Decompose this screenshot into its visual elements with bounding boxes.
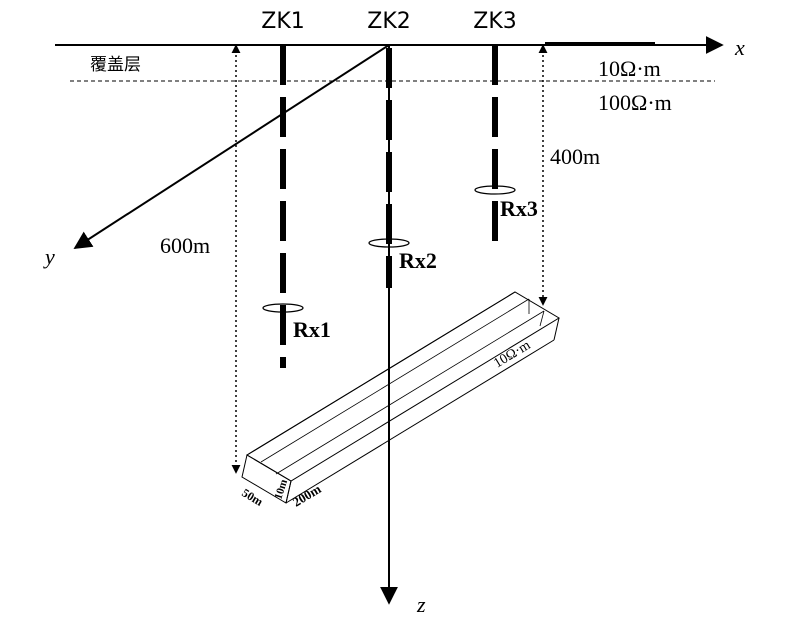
receiver-loop-rx2: [368, 238, 410, 248]
x-axis-label: x: [734, 35, 745, 60]
body-length-label: 200m: [290, 481, 324, 510]
receiver-label-rx1: Rx1: [293, 317, 331, 342]
receiver-loop-rx1: [262, 303, 304, 313]
receiver-loop-rx3: [474, 185, 516, 195]
body-height-label: 10m: [272, 478, 290, 501]
borehole-label-zk2: ZK2: [367, 9, 411, 34]
z-axis-label: z: [416, 592, 426, 617]
depth-label-right: 400m: [550, 144, 600, 169]
receiver-label-rx3: Rx3: [500, 196, 538, 221]
y-axis: [73, 44, 390, 249]
borehole-label-zk1: ZK1: [261, 9, 305, 34]
receiver-label-rx2: Rx2: [399, 248, 437, 273]
host-resistivity-label: 100Ω·m: [598, 90, 672, 115]
conductive-body-box: [241, 291, 560, 504]
cover-resistivity-label: 10Ω·m: [598, 56, 661, 81]
cover-layer-label: 覆盖层: [90, 55, 141, 75]
depth-label-left: 600m: [160, 233, 210, 258]
borehole-label-zk3: ZK3: [473, 9, 517, 34]
body-resistivity-label: 10Ω·m: [491, 338, 533, 371]
y-axis-label: y: [43, 244, 55, 269]
